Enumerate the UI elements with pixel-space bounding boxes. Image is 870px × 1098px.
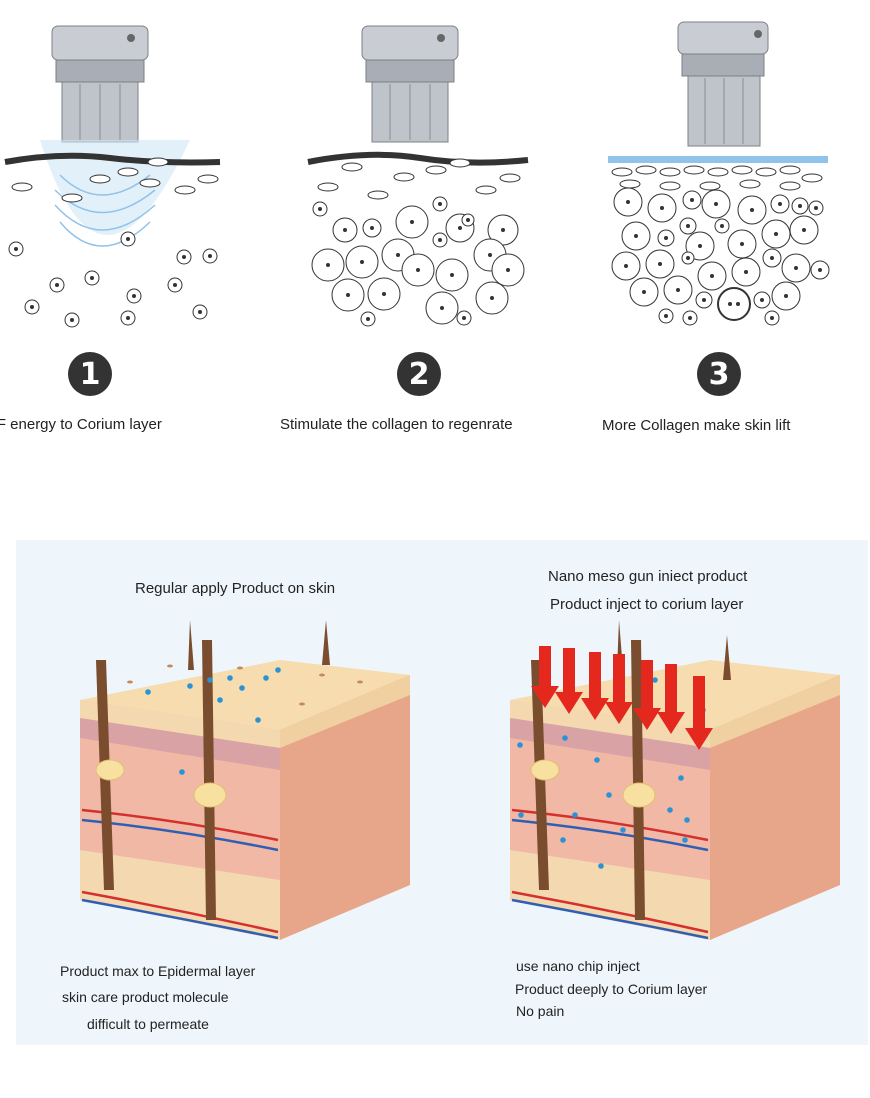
right-title-line-2: Product inject to corium layer (550, 596, 744, 613)
right-title-line-1: Nano meso gun iniect product (548, 568, 748, 585)
skin-cube-regular (80, 620, 410, 940)
left-note-3: difficult to permeate (87, 1016, 209, 1032)
rf-device-icon (677, 21, 769, 147)
step-2-illustration (307, 25, 529, 327)
right-note-2: Product deeply to Corium layer (515, 981, 708, 997)
step-1-caption: RF energy to Corium layer (0, 416, 162, 433)
step-3-number: 3 (697, 352, 741, 396)
left-note-1: Product max to Epidermal layer (60, 963, 256, 979)
step-2-caption: Stimulate the collagen to regenrate (280, 416, 513, 433)
rf-device-icon (51, 25, 149, 143)
right-note-3: No pain (516, 1003, 565, 1019)
injection-arrows (531, 646, 713, 750)
skin-cube-nano-injection (510, 620, 840, 940)
step-3-caption: More Collagen make skin lift (602, 417, 791, 434)
right-note-1: use nano chip inject (516, 958, 640, 974)
step-1-illustration (4, 25, 221, 328)
step-3-illustration (608, 21, 830, 326)
left-note-2: skin care product molecule (62, 989, 229, 1005)
step-1-number: 1 (68, 352, 112, 396)
rf-device-icon (361, 25, 459, 143)
step-2-number: 2 (397, 352, 441, 396)
left-title: Regular apply Product on skin (135, 580, 336, 597)
